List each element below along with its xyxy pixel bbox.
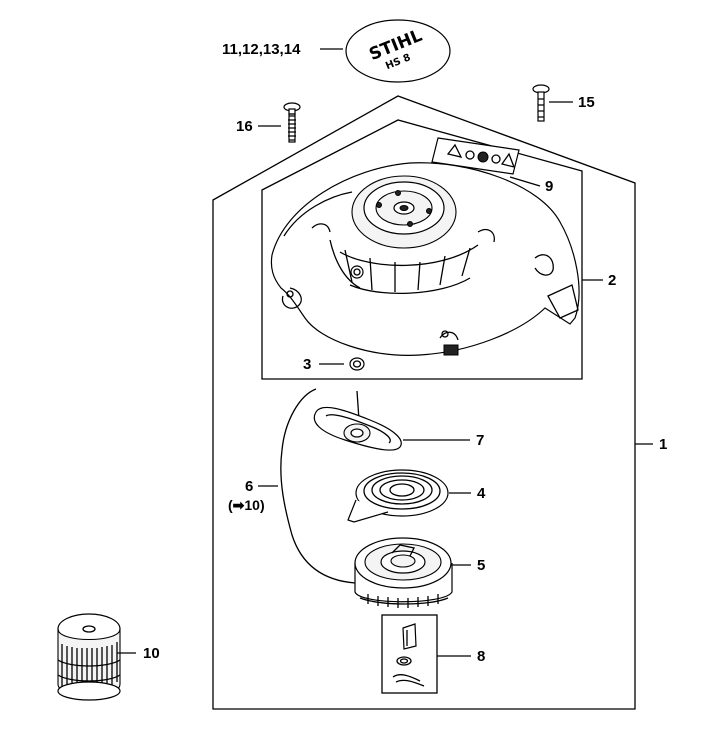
callout-11-14: 11,12,13,14 xyxy=(222,41,301,58)
rewind-spring[interactable] xyxy=(347,469,449,523)
fan-housing-box xyxy=(261,119,583,380)
callout-4: 4 xyxy=(477,485,486,502)
callout-15: 15 xyxy=(578,94,595,111)
callout-9: 9 xyxy=(545,178,553,195)
warning-triangle-icon xyxy=(446,143,463,158)
callout-3: 3 xyxy=(303,356,311,373)
eye-protection-icon xyxy=(465,150,475,160)
callout-1: 1 xyxy=(659,436,667,453)
washer[interactable] xyxy=(349,357,365,371)
callout-2: 2 xyxy=(608,272,616,289)
assembly-outline xyxy=(212,95,636,710)
starter-grip[interactable] xyxy=(313,406,402,451)
rope-spool[interactable] xyxy=(57,613,121,701)
screw-16[interactable] xyxy=(283,102,301,143)
callout-10: 10 xyxy=(143,645,160,662)
callout-16: 16 xyxy=(236,118,253,135)
starter-rope[interactable] xyxy=(280,388,356,584)
stihl-logo-badge[interactable]: STIHL HS 8 xyxy=(345,19,451,83)
screw-15[interactable] xyxy=(532,84,550,122)
ear-protection-icon xyxy=(477,151,489,163)
callout-5: 5 xyxy=(477,557,485,574)
rope-reference: (➡10) xyxy=(228,497,265,513)
spring-clip-kit[interactable] xyxy=(381,614,438,694)
fan-housing[interactable] xyxy=(270,162,580,356)
callout-8: 8 xyxy=(477,648,485,665)
caution-triangle-icon xyxy=(500,152,516,168)
callout-6: 6 xyxy=(245,478,253,495)
gloves-icon xyxy=(491,154,501,164)
rope-rotor[interactable] xyxy=(354,537,453,608)
callout-7: 7 xyxy=(476,432,484,449)
